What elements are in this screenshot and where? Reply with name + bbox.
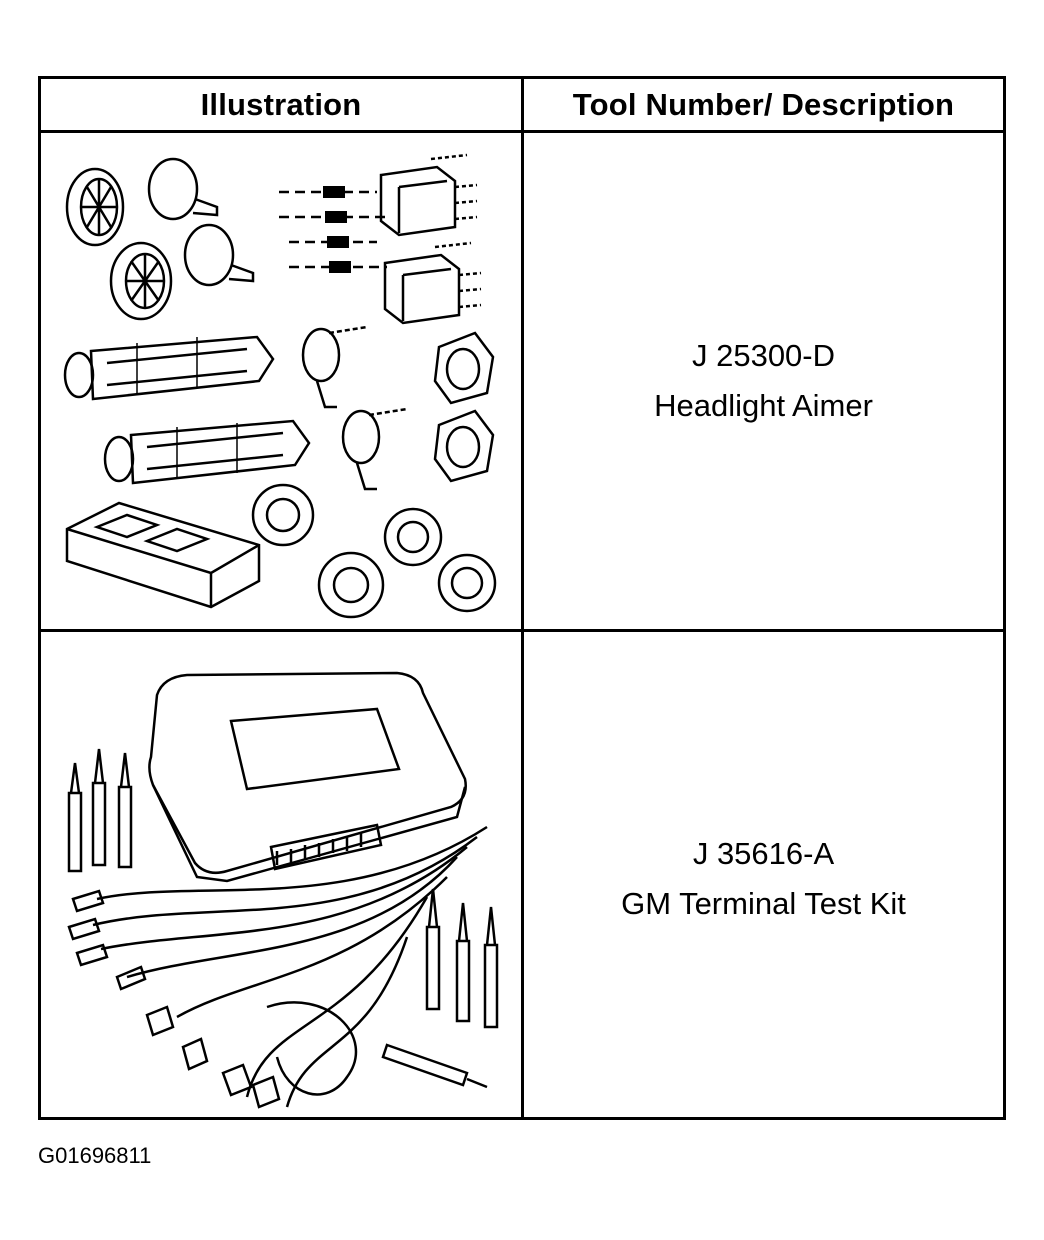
round-adapter-2 <box>317 551 385 619</box>
square-adapter-2 <box>433 409 495 483</box>
level-unit-1 <box>301 325 368 409</box>
tool-description: Headlight Aimer <box>654 388 873 423</box>
round-adapter-4 <box>437 553 497 613</box>
adapter-wheel-1 <box>65 167 125 247</box>
terminal-test-kit-illustration <box>47 637 515 1113</box>
mounting-bracket-2 <box>383 241 482 325</box>
square-adapter-1 <box>433 331 495 405</box>
aimer-unit-2 <box>103 419 311 485</box>
storage-case <box>65 501 261 609</box>
adapter-wheel-2 <box>109 241 173 321</box>
round-adapter-1 <box>251 483 315 547</box>
tool-number: J 35616-A <box>692 836 835 871</box>
level-unit-2 <box>341 407 408 491</box>
row-divider <box>41 629 1003 632</box>
tool-number: J 25300-D <box>691 338 836 373</box>
test-leads <box>92 825 488 1108</box>
tool-table: Illustration Tool Number/ Description <box>38 76 1006 1120</box>
header-illustration: Illustration <box>200 87 362 122</box>
lead-connectors <box>67 889 281 1109</box>
headlight-aimer-illustration <box>47 137 515 625</box>
header-tool-description: Tool Number/ Description <box>572 87 955 122</box>
mounting-bracket-1 <box>379 153 478 237</box>
test-probes-left <box>67 748 133 873</box>
round-adapter-3 <box>383 507 443 567</box>
suction-cup-1 <box>147 157 219 221</box>
figure-id: G01696811 <box>38 1143 152 1168</box>
suction-cup-2 <box>183 223 255 287</box>
aimer-unit-1 <box>63 335 275 401</box>
test-probes-right <box>381 888 499 1089</box>
tool-cell-terminal-test-kit: J 35616-A GM Terminal Test Kit <box>524 829 1003 929</box>
column-divider <box>521 79 524 1117</box>
tool-description: GM Terminal Test Kit <box>621 886 906 921</box>
test-kit-case <box>148 671 467 883</box>
adjusting-screws <box>279 190 387 269</box>
tool-cell-headlight-aimer: J 25300-D Headlight Aimer <box>524 331 1003 431</box>
